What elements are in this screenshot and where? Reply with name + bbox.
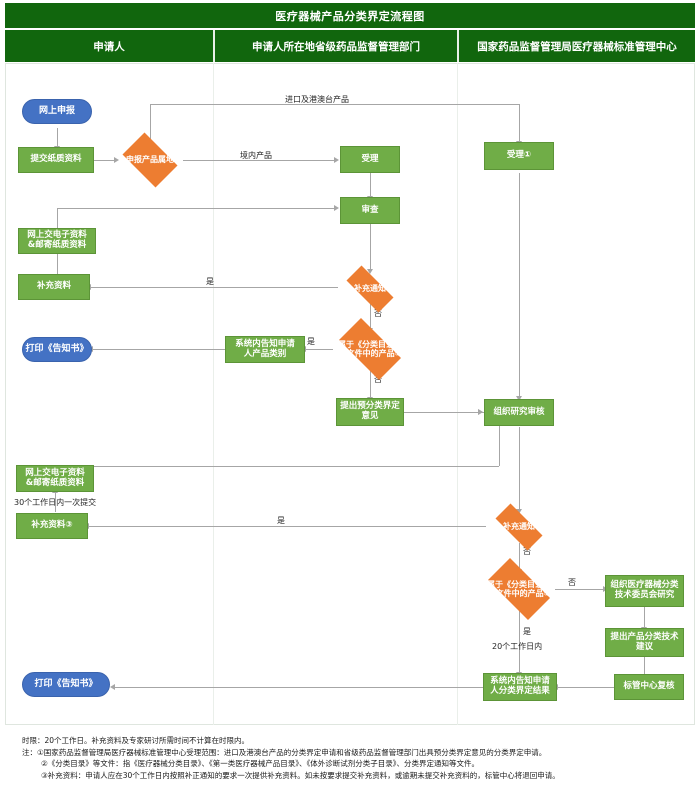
edge-label-no-4: 否 [568,578,576,587]
node-submit-electronic-2[interactable]: 网上交电子资料 &邮寄纸质资料 [16,465,94,492]
node-organize-review[interactable]: 组织研究审核 [484,399,554,426]
node-print-notice-1[interactable]: 打印《告知书》 [22,337,92,362]
edge-label-domestic: 境内产品 [240,151,272,160]
edge-label-yes-3: 是 [277,516,285,525]
edge-label-import: 进口及港澳台产品 [285,95,349,104]
node-supplement-material-2[interactable]: 补充资料③ [16,513,88,539]
node-catalog-decision-1[interactable]: 属于《分类目录》 等文件中的产品② [330,318,410,380]
edge-line [94,160,117,161]
node-review[interactable]: 审查 [340,197,400,224]
footnote-1: 注：①国家药品监督管理局医疗器械标准管理中心受理范围：进口及港澳台产品的分类界定… [22,747,692,759]
swimlane-header-nmpa: 国家药品监督管理局医疗器械标准管理中心 [457,30,695,62]
footnote-time-limit: 时限：20个工作日。补充资料及专家研讨所需时间不计算在时限内。 [22,736,250,745]
edge-arrow [515,396,522,401]
node-committee-research[interactable]: 组织医疗器械分类 技术委员会研究 [605,575,684,607]
edge-line [114,687,483,688]
edge-line [370,173,371,197]
edge-line [57,252,58,274]
swimlane-divider-2 [457,63,458,725]
swimlane-divider-1 [213,63,214,725]
edge-line [557,687,614,688]
edge-arrow [110,683,115,690]
edge-arrow [366,269,373,274]
footnotes: 时限：20个工作日。补充资料及专家研讨所需时间不计算在时限内。 注：①国家药品监… [12,735,692,782]
edge-label-submit-30days: 30个工作日内一次提交 [14,498,97,507]
edge-line [644,607,645,628]
flowchart-canvas [5,63,695,725]
swimlane-header: 申请人 申请人所在地省级药品监督管理部门 国家药品监督管理局医疗器械标准管理中心 [5,30,695,62]
node-supplement-material-1[interactable]: 补充资料 [18,274,90,300]
node-online-application[interactable]: 网上申报 [22,99,92,124]
node-notify-result[interactable]: 系统内告知申请 人分类界定结果 [483,673,557,701]
chart-title: 医疗器械产品分类界定流程图 [5,3,695,28]
node-label: 补充通知 [354,284,386,294]
footnote-2: ②《分类目录》等文件：指《医疗器械分类目录》、《第一类医疗器械产品目录》、《体外… [41,759,479,769]
edge-line [57,208,58,229]
edge-label-yes-2: 是 [307,337,315,346]
edge-line [499,412,500,466]
node-submit-paper[interactable]: 提交纸质资料 [18,147,94,173]
edge-line [150,104,519,105]
node-technical-advice[interactable]: 提出产品分类技术 建议 [605,628,684,657]
edge-line [57,128,58,147]
edge-line [519,610,520,673]
node-notify-category[interactable]: 系统内告知申请 人产品类别 [225,336,305,363]
edge-line [370,304,371,329]
edge-arrow [334,204,339,211]
edge-line [644,656,645,675]
edge-line [150,104,151,142]
edge-line [519,173,520,397]
edge-line [57,208,337,209]
node-catalog-decision-2[interactable]: 属于《分类目录》 等文件中的产品② [479,558,559,620]
edge-line [519,104,520,142]
swimlane-header-applicant: 申请人 [93,40,125,53]
node-center-recheck[interactable]: 标管中心复核 [614,674,684,700]
edge-line [370,224,371,270]
edge-line [55,466,499,467]
footnote-3: ③补充资料：申请人应在30个工作日内按照补正通知的要求一次提供补充资料。如未按要… [41,770,560,780]
edge-line [519,543,520,570]
node-label: 申报产品属地 [126,155,174,165]
node-accept-province[interactable]: 受理 [340,146,400,173]
edge-line [92,349,225,350]
node-supplement-notice-1[interactable]: 补充通知 [338,265,402,313]
swimlane-header-provincial: 申请人所在地省级药品监督管理部门 [213,30,457,62]
footnote-prefix: 注： [22,747,37,757]
node-submit-electronic-1[interactable]: 网上交电子资料 &邮寄纸质资料 [18,228,96,254]
edge-line [55,491,56,512]
node-accept-nmpa[interactable]: 受理① [484,142,554,170]
edge-label-no-1: 否 [374,309,382,318]
edge-line [183,160,337,161]
edge-line [305,349,333,350]
node-label: 属于《分类目录》 等文件中的产品② [338,339,402,358]
node-pre-classification-opinion[interactable]: 提出预分类界定 意见 [336,398,404,426]
edge-label-20-workdays: 20个工作日内 [492,642,543,651]
node-supplement-notice-2[interactable]: 补充通知 [487,503,551,551]
edge-arrow [478,408,483,415]
edge-label-no-3: 否 [523,547,531,556]
edge-line [88,526,486,527]
node-print-notice-2[interactable]: 打印《告知书》 [22,672,110,697]
node-label: 属于《分类目录》 等文件中的产品② [487,579,551,598]
edge-line [404,412,480,413]
edge-label-yes-1: 是 [206,277,214,286]
node-product-origin-decision[interactable]: 申报产品属地 [117,132,183,188]
edge-arrow [334,156,339,163]
edge-line [90,287,338,288]
edge-line [555,589,606,590]
node-label: 补充通知 [503,522,535,532]
footnote-1-text: ①国家药品监督管理局医疗器械标准管理中心受理范围：进口及港澳台产品的分类界定申请… [37,747,547,757]
edge-line [370,371,371,398]
edge-arrow [114,156,119,163]
edge-label-yes-4: 是 [523,627,531,636]
edge-line [519,427,520,510]
